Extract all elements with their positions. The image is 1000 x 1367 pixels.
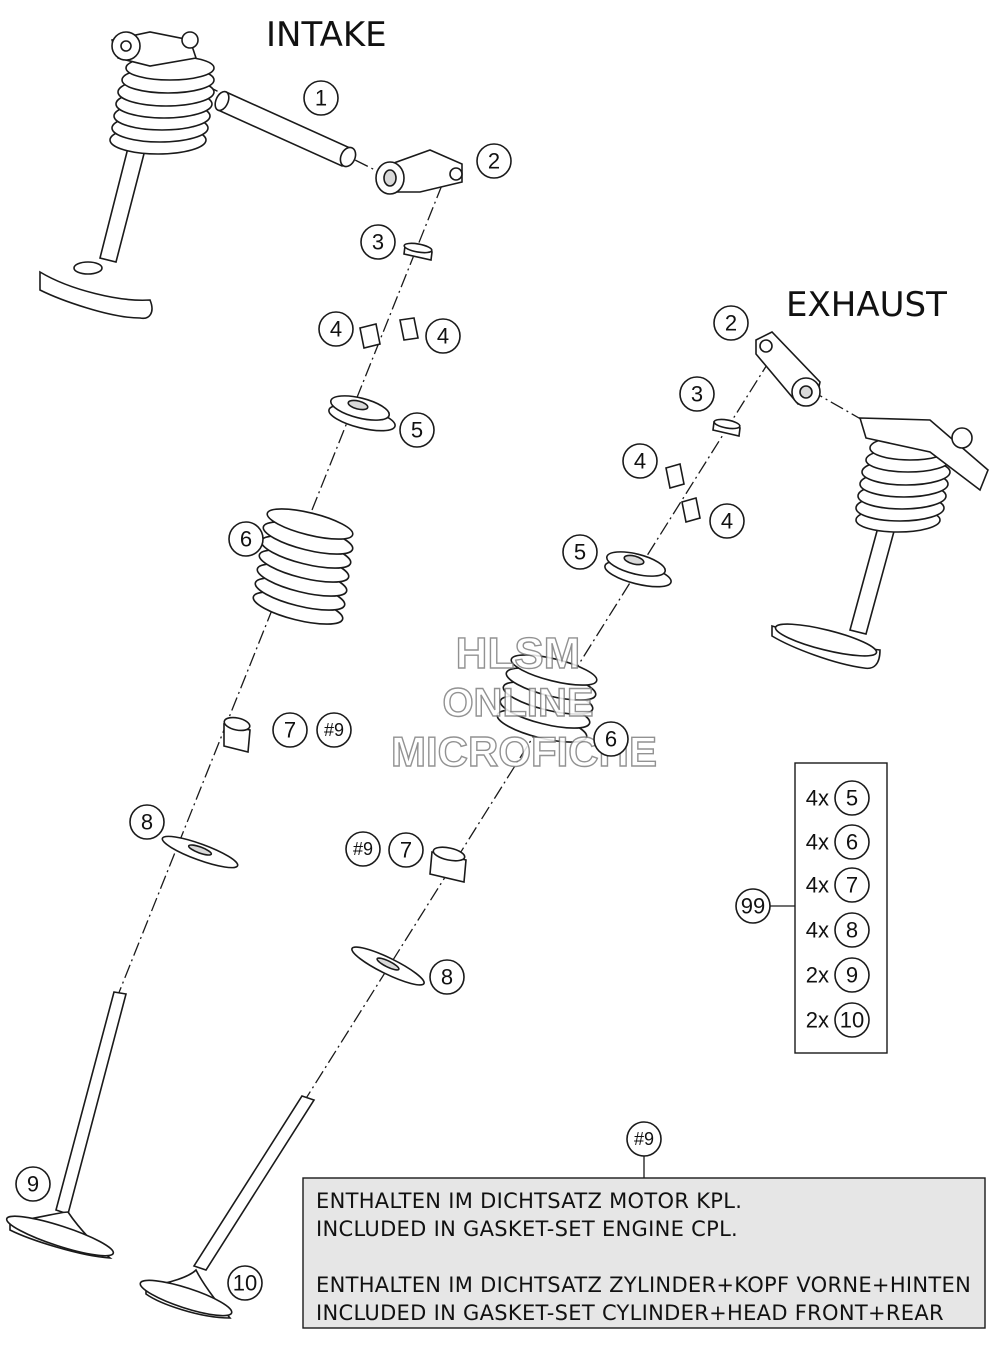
- kit-box: 99 4x 5 4x 6 4x 7 4x 8 2x 9 2x: [735, 762, 888, 1054]
- svg-text:4: 4: [330, 317, 342, 342]
- note-line: INCLUDED IN GASKET-SET CYLINDER+HEAD FRO…: [316, 1301, 944, 1325]
- note-ref: #9: [634, 1129, 654, 1149]
- svg-text:2: 2: [488, 149, 500, 174]
- svg-text:10: 10: [840, 1008, 864, 1033]
- intake-valve-spring: [252, 508, 354, 625]
- callout-4-exhaust-right: 4: [709, 503, 745, 539]
- callout-9: 9: [15, 1166, 51, 1202]
- kit-row: 4x 7: [806, 867, 870, 903]
- intake-rocker-arm: [375, 149, 463, 195]
- intake-shim: [403, 242, 433, 261]
- exhaust-title: EXHAUST: [786, 285, 947, 325]
- callout-4-intake-right: 4: [425, 318, 461, 354]
- svg-text:5: 5: [411, 418, 423, 443]
- exhaust-valve-spring: [496, 654, 598, 743]
- svg-text:6: 6: [846, 830, 858, 855]
- svg-text:#9: #9: [353, 839, 373, 859]
- kit-row: 2x 9: [806, 957, 870, 993]
- callout-8-intake: 8: [129, 804, 165, 840]
- kit-row: 4x 5: [806, 780, 870, 816]
- kit-callout-99: 99: [741, 894, 765, 919]
- intake-valve: [5, 991, 127, 1259]
- svg-text:7: 7: [284, 718, 296, 743]
- exhaust-spring-seat: [351, 946, 425, 986]
- svg-text:8: 8: [441, 965, 453, 990]
- callout-7-exhaust: 7: [388, 832, 424, 868]
- note-line: ENTHALTEN IM DICHTSATZ ZYLINDER+KOPF VOR…: [316, 1273, 971, 1297]
- svg-text:9: 9: [846, 963, 858, 988]
- intake-spring-retainer: [328, 395, 396, 432]
- svg-text:3: 3: [691, 382, 703, 407]
- svg-text:1: 1: [315, 86, 327, 111]
- note-line: ENTHALTEN IM DICHTSATZ MOTOR KPL.: [316, 1189, 742, 1213]
- exhaust-valve-keepers: [665, 462, 701, 524]
- svg-text:4: 4: [721, 509, 733, 534]
- svg-text:2x: 2x: [806, 1008, 829, 1033]
- svg-text:8: 8: [846, 918, 858, 943]
- svg-text:9: 9: [27, 1172, 39, 1197]
- kit-row: 4x 6: [806, 824, 870, 860]
- callout-10: 10: [227, 1265, 263, 1301]
- kit-row: 2x 10: [806, 1002, 870, 1038]
- intake-spring-seat: [161, 835, 239, 869]
- exhaust-rocker-arm: [755, 331, 821, 407]
- svg-text:5: 5: [846, 786, 858, 811]
- svg-text:5: 5: [574, 540, 586, 565]
- callout-5-intake: 5: [399, 412, 435, 448]
- svg-text:3: 3: [372, 230, 384, 255]
- callout-3-intake: 3: [360, 224, 396, 260]
- callout-4-intake-left: 4: [318, 311, 354, 347]
- rocker-shaft: [214, 90, 357, 168]
- callout-2-exhaust: 2: [713, 305, 749, 341]
- svg-text:10: 10: [233, 1271, 257, 1296]
- exhaust-valve: [139, 1095, 316, 1319]
- svg-text:HLSM: HLSM: [456, 629, 581, 678]
- svg-text:6: 6: [605, 727, 617, 752]
- svg-text:7: 7: [846, 873, 858, 898]
- callout-hash9-exhaust: #9: [345, 831, 381, 867]
- svg-text:6: 6: [240, 527, 252, 552]
- intake-assembled-valve: [39, 31, 215, 320]
- gasket-note: #9 ENTHALTEN IM DICHTSATZ MOTOR KPL. INC…: [302, 1121, 986, 1329]
- exhaust-spring-retainer: [604, 551, 672, 588]
- intake-valve-keepers: [359, 317, 419, 349]
- intake-title: INTAKE: [266, 15, 387, 55]
- exhaust-stem-seal: [429, 846, 467, 883]
- note-line: INCLUDED IN GASKET-SET ENGINE CPL.: [316, 1217, 738, 1241]
- svg-text:4: 4: [634, 449, 646, 474]
- svg-text:4x: 4x: [806, 830, 829, 855]
- svg-text:8: 8: [141, 810, 153, 835]
- kit-row: 4x 8: [806, 912, 870, 948]
- callout-8-exhaust: 8: [429, 959, 465, 995]
- svg-text:4x: 4x: [806, 873, 829, 898]
- callout-5-exhaust: 5: [562, 534, 598, 570]
- callout-3-exhaust: 3: [679, 376, 715, 412]
- svg-text:7: 7: [400, 838, 412, 863]
- callout-4-exhaust-left: 4: [622, 443, 658, 479]
- callout-2-intake: 2: [476, 143, 512, 179]
- svg-text:4: 4: [437, 324, 449, 349]
- callout-7-intake: 7: [272, 712, 308, 748]
- svg-text:ONLINE: ONLINE: [442, 681, 593, 725]
- exhaust-shim: [712, 418, 741, 437]
- svg-text:2x: 2x: [806, 963, 829, 988]
- svg-text:4x: 4x: [806, 918, 829, 943]
- exhaust-assembled-valve: [771, 417, 989, 670]
- svg-text:#9: #9: [324, 720, 344, 740]
- svg-text:2: 2: [725, 311, 737, 336]
- intake-stem-seal: [223, 716, 251, 754]
- callout-hash9-intake: #9: [316, 712, 352, 748]
- svg-text:4x: 4x: [806, 786, 829, 811]
- callout-1: 1: [303, 80, 339, 116]
- callout-6-exhaust: 6: [593, 721, 629, 757]
- callout-6-intake: 6: [228, 521, 264, 557]
